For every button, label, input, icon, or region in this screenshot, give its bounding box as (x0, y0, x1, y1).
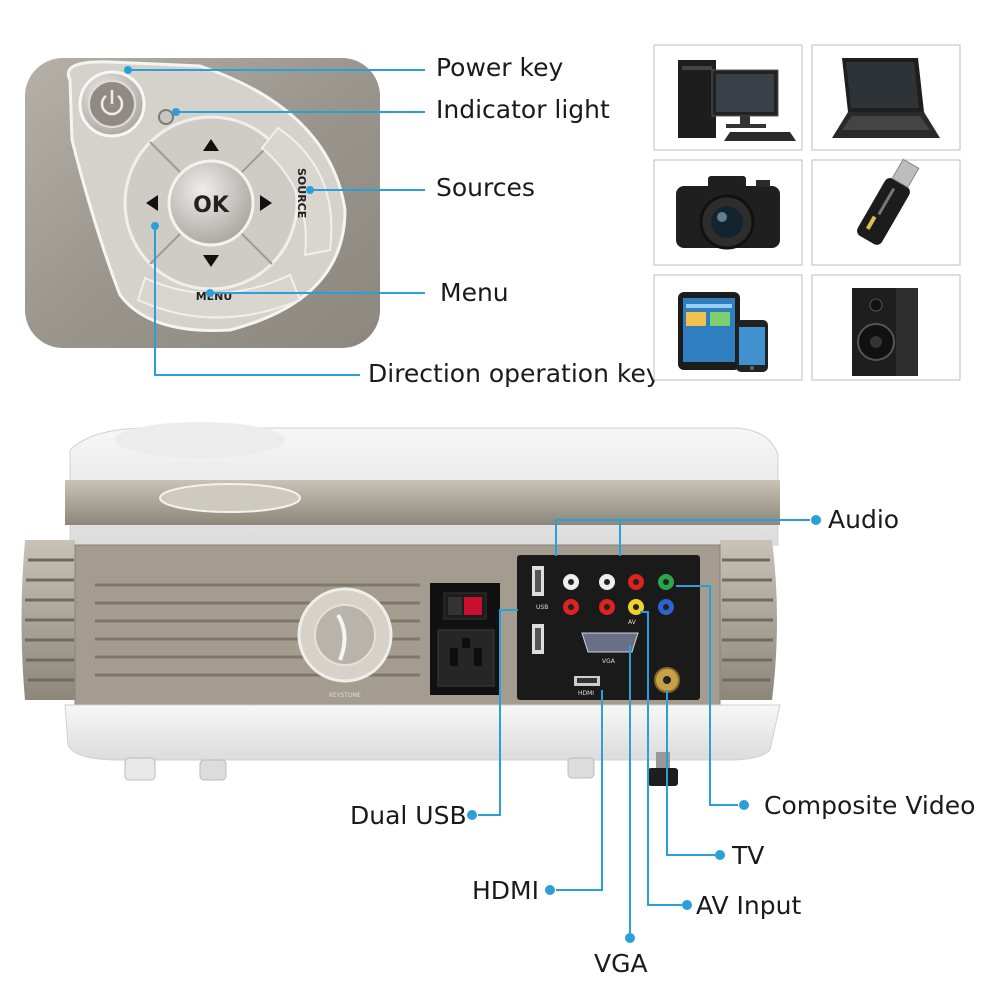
speaker-tile (811, 274, 961, 381)
ok-button[interactable]: OK (167, 159, 255, 247)
indicator-light (158, 109, 174, 125)
power-key-label: Power key (436, 53, 564, 82)
device-grid (653, 44, 961, 381)
power-icon (100, 90, 124, 116)
audio-label: Audio (828, 505, 899, 534)
tablet-and-phone-icon (678, 292, 768, 372)
rear-foot-right (567, 757, 595, 779)
vga-port-label: VGA (602, 658, 616, 665)
audio-rca-jacks[interactable] (563, 574, 615, 615)
arrow-up-icon (203, 139, 219, 151)
port-callout-leaders (467, 515, 821, 943)
menu-button-label: MENU (196, 290, 233, 303)
menu-label: Menu (440, 278, 509, 307)
front-foot-mid (199, 759, 227, 781)
arrow-left-icon (146, 195, 158, 211)
projector-keypad (159, 483, 301, 513)
dual-usb-label: Dual USB (350, 801, 467, 830)
tv-coax-port[interactable] (654, 667, 680, 693)
port-callout-labels: Audio Composite Video TV AV Input Dual U… (350, 505, 975, 978)
indicator-light-label: Indicator light (436, 95, 610, 124)
keystone-knob[interactable]: KEYSTONE (297, 587, 393, 699)
dslr-camera-icon (676, 176, 780, 250)
av-input-label: AV Input (696, 891, 801, 920)
speaker-icon (852, 288, 918, 376)
keystone-label: KEYSTONE (329, 692, 361, 699)
av-port-label: AV (628, 619, 637, 626)
hdmi-label: HDMI (472, 876, 539, 905)
hdmi-port-label: HDMI (578, 690, 594, 697)
usb-flash-drive-icon (857, 158, 920, 245)
vga-port[interactable]: VGA (581, 632, 639, 665)
hdmi-port[interactable]: HDMI (574, 676, 600, 697)
laptop-icon (832, 58, 940, 138)
grille-slats (25, 558, 773, 682)
panel-callout-leaders (124, 66, 425, 376)
desktop-computer-tile (653, 44, 803, 151)
panel-callout-labels: Power key Indicator light Sources Menu D… (368, 53, 661, 388)
desktop-computer-icon (678, 60, 796, 141)
arrow-down-icon (203, 255, 219, 267)
laptop-tile (811, 44, 961, 151)
source-button[interactable]: SOURCE (260, 126, 333, 257)
control-panel-closeup: OK SOURCE MENU (25, 58, 380, 348)
direction-key-label: Direction operation key (368, 359, 661, 388)
projector-lens-dome (115, 422, 285, 458)
projector-lower-housing (64, 704, 781, 761)
component-rca-jacks[interactable]: AV (628, 574, 674, 626)
composite-video-label: Composite Video (764, 791, 975, 820)
power-button[interactable] (78, 70, 146, 138)
usb-ports[interactable]: USB (532, 566, 548, 654)
io-panel: USB AV VGA (517, 555, 700, 700)
ok-button-label: OK (193, 193, 230, 218)
tv-label: TV (731, 841, 764, 870)
power-switch-and-socket[interactable] (430, 583, 500, 695)
arrow-right-icon (260, 195, 272, 211)
usb-drive-tile (811, 158, 961, 266)
camera-tile (653, 159, 803, 266)
vga-label: VGA (594, 949, 648, 978)
usb-port-label: USB (536, 604, 548, 611)
front-foot-left (124, 757, 156, 781)
source-button-label: SOURCE (295, 168, 308, 218)
tablet-tile (653, 274, 803, 381)
sources-label: Sources (436, 173, 535, 202)
